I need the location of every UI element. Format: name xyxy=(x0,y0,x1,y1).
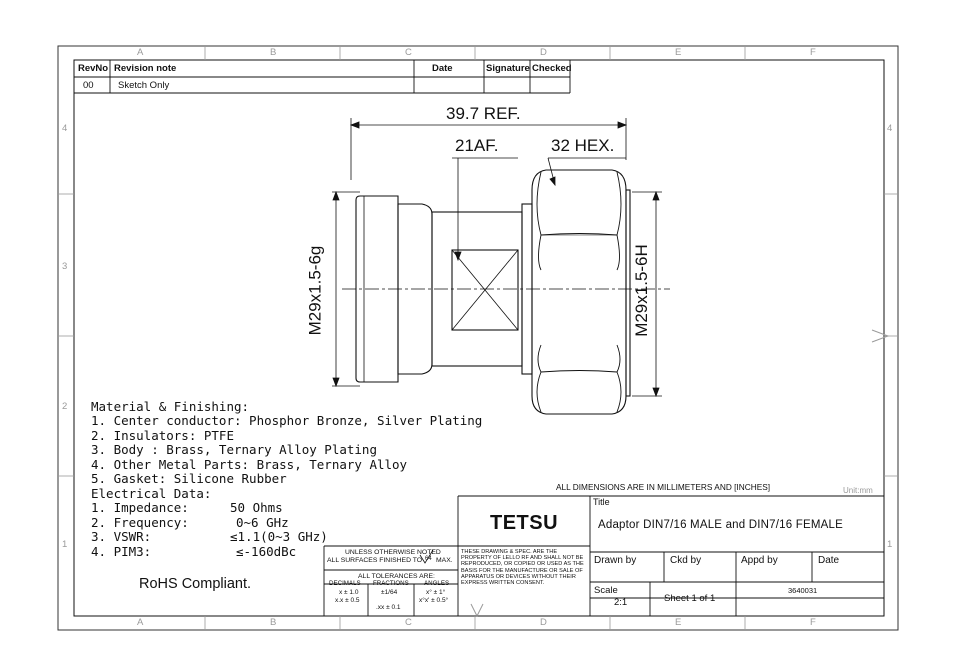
title-block-lines xyxy=(323,495,884,616)
dim-hex: 32 HEX. xyxy=(551,136,615,155)
tolerance-heading: ALL TOLERANCES ARE: xyxy=(358,573,435,580)
date-label: Date xyxy=(818,555,840,566)
surface-finish-symbol xyxy=(419,549,434,564)
electrical-item-3-value: ≤1.1(0~3 GHz) xyxy=(230,529,328,544)
border-col-B-bottom: B xyxy=(270,617,277,628)
dimensions-note: ALL DIMENSIONS ARE IN MILLIMETERS AND [I… xyxy=(556,482,771,492)
revision-table-lines xyxy=(74,60,571,94)
electrical-item-2-value: 0~6 GHz xyxy=(236,515,289,530)
tol-col-decimals: DECIMALS xyxy=(329,580,361,587)
rohs-note: RoHS Compliant. xyxy=(139,576,252,592)
electrical-item-1-label: 1. Impedance: xyxy=(91,500,189,515)
scale-value: 2:1 xyxy=(614,597,628,608)
rev-row-note: Sketch Only xyxy=(118,80,170,91)
border-col-A-bottom: A xyxy=(137,617,144,628)
tol-angle-1: x° ± 1° xyxy=(426,589,446,596)
centering-mark-right xyxy=(871,329,890,343)
border-col-C-bottom: C xyxy=(405,617,412,628)
tol-col-angles: ANGLES xyxy=(424,580,450,587)
outer-border xyxy=(57,45,899,631)
rev-row-revno: 00 xyxy=(83,80,94,91)
border-col-A-top: A xyxy=(137,47,144,58)
electrical-item-2-label: 2. Frequency: xyxy=(91,515,189,530)
tol-decimal-2: x.x ± 0.5 xyxy=(335,597,360,604)
dim-right-thread: M29x1.5-6H xyxy=(631,244,651,337)
male-coupling-nut xyxy=(355,195,399,383)
hex-nut xyxy=(531,169,627,415)
rev-header-date: Date xyxy=(432,63,453,74)
tol-fraction: ±1/64 xyxy=(381,589,398,596)
appd-by-label: Appd by xyxy=(741,555,778,566)
finish-note-2: ALL SURFACES FINISHED TO xyxy=(327,557,423,564)
border-col-C-top: C xyxy=(405,47,412,58)
electrical-item-1-value: 50 Ohms xyxy=(230,500,283,515)
border-row-1-left: 1 xyxy=(62,539,68,550)
female-thread-end xyxy=(625,189,631,397)
dim-across-flats: 21AF. xyxy=(455,136,499,155)
material-item-5: 5. Gasket: Silicone Rubber xyxy=(91,471,287,486)
drawing-number: 3640031 xyxy=(788,586,818,595)
border-row-1-right: 1 xyxy=(887,539,893,550)
scale-label: Scale xyxy=(594,585,618,596)
tol-decimal-3: .xx ± 0.1 xyxy=(376,604,401,611)
wrench-flat-square xyxy=(451,249,519,331)
rev-header-revno: RevNo xyxy=(78,63,109,74)
tol-col-fractions: FRACTIONS xyxy=(373,580,409,587)
border-col-E-bottom: E xyxy=(675,617,682,628)
centering-mark-bottom xyxy=(470,603,484,618)
border-row-4-left: 4 xyxy=(62,123,68,134)
rev-header-checked: Checked xyxy=(532,63,572,74)
border-col-F-bottom: F xyxy=(810,617,816,628)
border-row-3-left: 3 xyxy=(62,261,68,272)
electrical-item-4-label: 4. PIM3: xyxy=(91,544,152,559)
rev-header-note: Revision note xyxy=(114,63,177,74)
electrical-item-4-value: ≤-160dBc xyxy=(236,544,297,559)
ckd-by-label: Ckd by xyxy=(670,555,702,566)
connector-drawing xyxy=(342,169,670,415)
dimension-lines xyxy=(332,118,662,398)
material-item-1: 1. Center conductor: Phosphor Bronze, Si… xyxy=(91,413,483,428)
drawing-title: Adaptor DIN7/16 MALE and DIN7/16 FEMALE xyxy=(598,519,843,531)
border-col-E-top: E xyxy=(675,47,682,58)
material-item-4: 4. Other Metal Parts: Brass, Ternary All… xyxy=(91,457,408,472)
electrical-heading: Electrical Data: xyxy=(91,486,212,501)
border-row-4-right: 4 xyxy=(887,123,893,134)
border-col-D-top: D xyxy=(540,47,547,58)
border-ticks xyxy=(58,46,898,630)
material-heading: Material & Finishing: xyxy=(91,399,250,414)
electrical-item-3-label: 3. VSWR: xyxy=(91,529,152,544)
finish-note-1: UNLESS OTHERWISE NOTED xyxy=(345,549,441,556)
border-col-B-top: B xyxy=(270,47,277,58)
drawn-by-label: Drawn by xyxy=(594,555,637,566)
dim-left-thread: M29x1.5-6g xyxy=(305,245,325,336)
tol-decimal-1: x ± 1.0 xyxy=(339,589,359,596)
rev-header-signature: Signature xyxy=(486,63,530,74)
unit-label: Unit:mm xyxy=(843,486,873,495)
dim-overall-length: 39.7 REF. xyxy=(446,104,521,123)
tol-angle-2: x°x' ± 0.5° xyxy=(419,597,449,604)
finish-suffix: MAX. xyxy=(436,557,453,564)
title-label: Title xyxy=(593,497,610,507)
material-item-2: 2. Insulators: PTFE xyxy=(91,428,234,443)
border-row-2-left: 2 xyxy=(62,401,68,412)
finish-mark: 64 xyxy=(425,556,432,562)
proprietary-notice: THESE DRAWING & SPEC. ARE THE PROPERTY O… xyxy=(461,549,584,587)
material-item-3: 3. Body : Brass, Ternary Alloy Plating xyxy=(91,442,377,457)
border-col-D-bottom: D xyxy=(540,617,547,628)
sheet-number: Sheet 1 of 1 xyxy=(664,593,716,604)
company-name: TETSU xyxy=(490,512,559,534)
border-col-F-top: F xyxy=(810,47,816,58)
